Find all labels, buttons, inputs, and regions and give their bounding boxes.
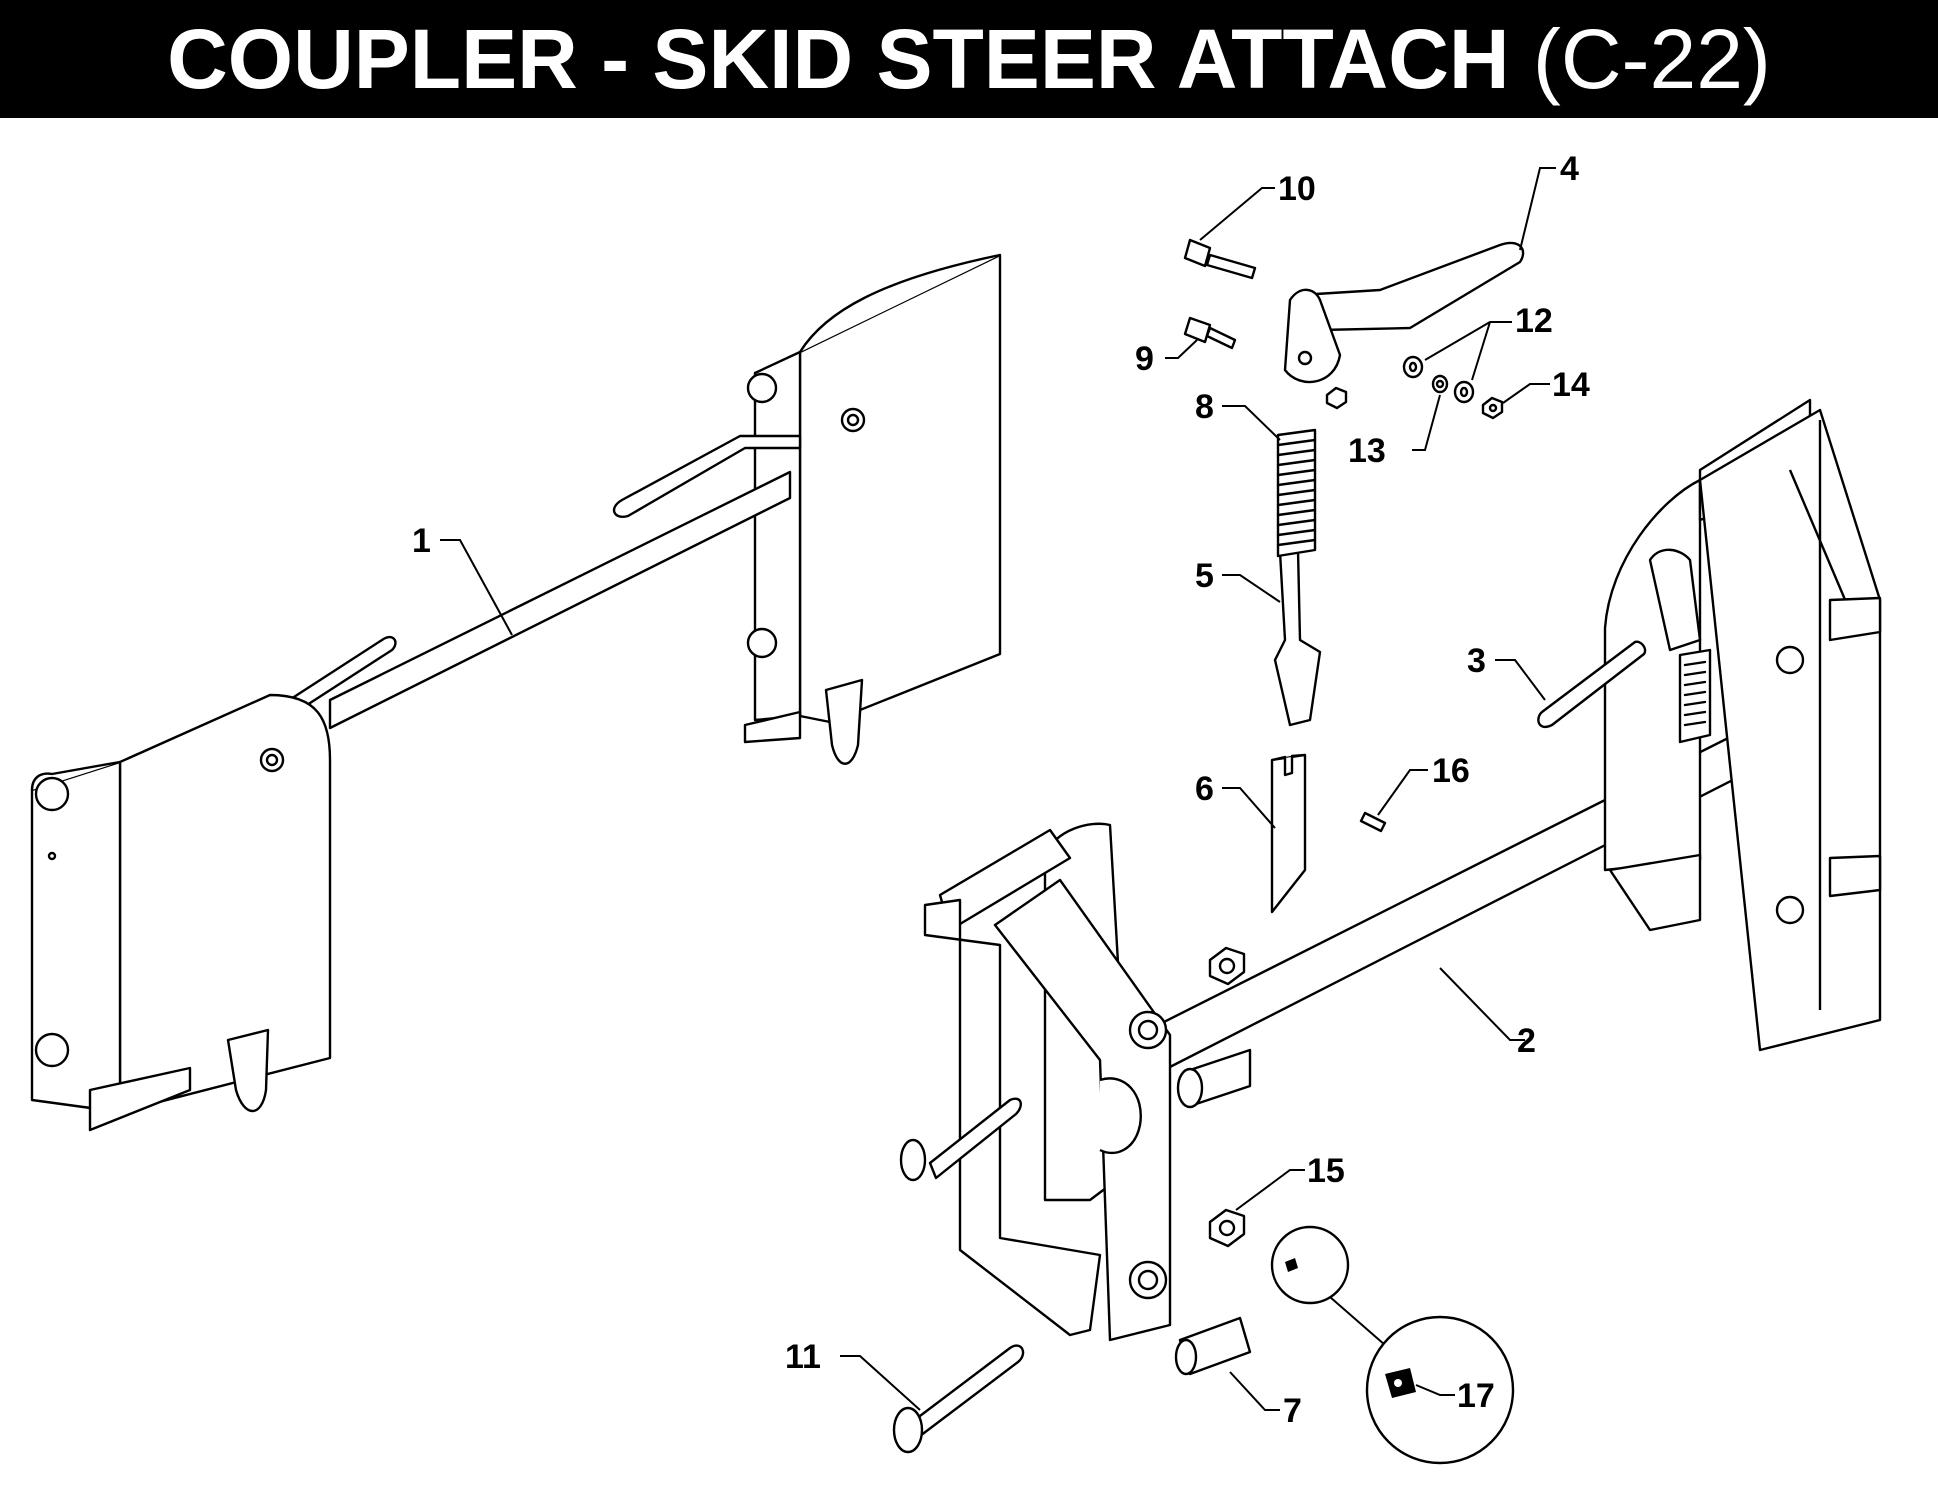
callout-5: 5 xyxy=(1195,557,1281,603)
title-code: (C-22) xyxy=(1532,12,1771,106)
callout-9-label: 9 xyxy=(1135,340,1154,378)
part-12-washers xyxy=(1402,355,1475,404)
part-8-spring xyxy=(1276,428,1317,558)
callout-7: 7 xyxy=(1229,1371,1302,1430)
small-nut xyxy=(1325,386,1348,410)
callout-1: 1 xyxy=(412,522,513,636)
callout-6: 6 xyxy=(1195,770,1276,829)
tube-nut xyxy=(1208,946,1246,986)
part-2-coupler-frame xyxy=(899,398,1882,1342)
part-5-latch-link xyxy=(1273,548,1322,727)
callout-16-label: 16 xyxy=(1432,752,1470,790)
callout-17: 17 xyxy=(1415,1377,1495,1415)
part-1-mount-frame xyxy=(30,253,1002,1132)
page-title: COUPLER - SKID STEER ATTACH (C-22) xyxy=(0,0,1938,118)
callout-4-label: 4 xyxy=(1560,150,1579,188)
callout-14: 14 xyxy=(1502,366,1590,404)
callout-17-label: 17 xyxy=(1457,1377,1495,1415)
part-16-roll-pin xyxy=(1359,811,1387,833)
callout-2-label: 2 xyxy=(1517,1022,1536,1060)
callout-7-label: 7 xyxy=(1283,1392,1302,1430)
callout-10-label: 10 xyxy=(1278,170,1316,208)
callout-8-label: 8 xyxy=(1195,388,1214,426)
part-4-latch-handle xyxy=(1283,241,1525,384)
part-7-bushing xyxy=(1174,1316,1252,1376)
callout-10: 10 xyxy=(1199,170,1316,241)
callout-15-label: 15 xyxy=(1307,1152,1345,1190)
callout-5-label: 5 xyxy=(1195,557,1214,595)
callout-6-label: 6 xyxy=(1195,770,1214,808)
part-14-nut xyxy=(1481,396,1504,420)
callout-2: 2 xyxy=(1439,967,1536,1060)
callout-8: 8 xyxy=(1195,388,1281,441)
callout-3-label: 3 xyxy=(1467,642,1486,680)
callout-1-label: 1 xyxy=(412,522,431,560)
part-9-bolt xyxy=(1183,316,1237,350)
title-main: COUPLER - SKID STEER ATTACH xyxy=(167,12,1510,106)
part-11-pin xyxy=(892,1344,1025,1454)
callout-15: 15 xyxy=(1235,1152,1345,1211)
part-6-latch-pin xyxy=(1270,753,1307,914)
callout-13-label: 13 xyxy=(1348,432,1386,470)
part-17-grease-fitting xyxy=(1270,1225,1515,1465)
callout-16: 16 xyxy=(1377,752,1470,816)
callout-13: 13 xyxy=(1348,394,1441,470)
parts-diagram: 1 2 xyxy=(30,150,1882,1465)
part-13-lock-washer xyxy=(1431,374,1449,394)
part-3-latch-assembly xyxy=(1537,548,1712,744)
callout-14-label: 14 xyxy=(1552,366,1590,404)
callout-4: 4 xyxy=(1519,150,1579,251)
part-15-nut xyxy=(1208,1208,1246,1248)
callout-3: 3 xyxy=(1467,642,1546,701)
title-bar: COUPLER - SKID STEER ATTACH (C-22) xyxy=(0,0,1938,118)
callout-11-label: 11 xyxy=(785,1338,821,1376)
part-10-bolt xyxy=(1183,238,1257,280)
callout-12-label: 12 xyxy=(1515,302,1553,340)
callout-9: 9 xyxy=(1135,339,1198,378)
callout-12: 12 xyxy=(1424,302,1553,381)
callout-11: 11 xyxy=(785,1338,921,1411)
